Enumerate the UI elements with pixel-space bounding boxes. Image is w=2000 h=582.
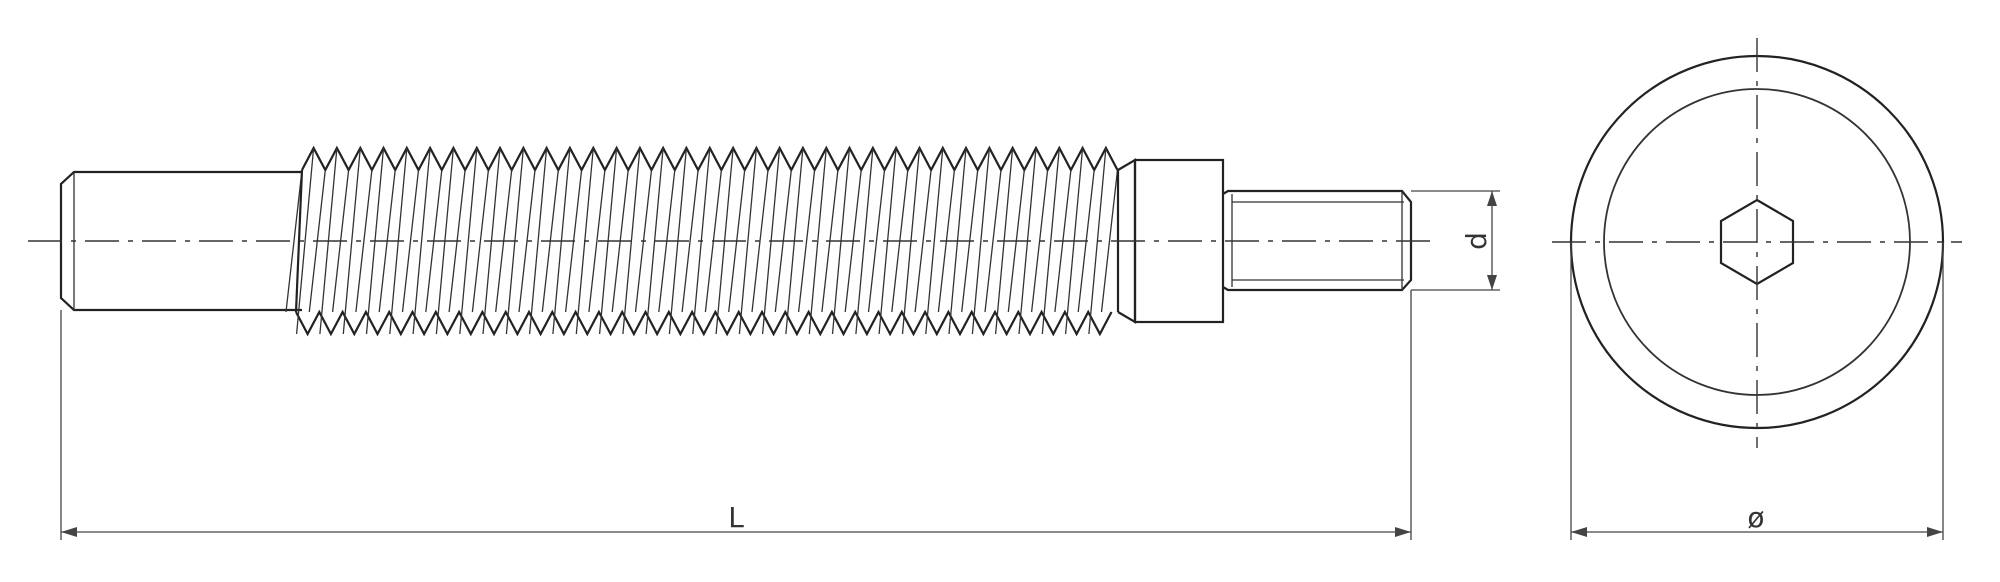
thread-helix-line (855, 147, 874, 335)
dimension-thread-diameter: d (1411, 190, 1500, 291)
thread-diameter-label: d (1460, 232, 1493, 250)
thread-helix-line (645, 147, 664, 335)
thread-root-line (1030, 169, 1049, 313)
thread-root-line (751, 169, 769, 313)
thread-helix-line (295, 147, 315, 335)
thread-helix-line (808, 147, 827, 335)
thread-helix-line (971, 147, 991, 335)
length-arrow-left (61, 527, 77, 537)
thread-root-line (797, 169, 816, 313)
outer-diameter-label: ø (1747, 501, 1764, 534)
thread-helix-line (1041, 147, 1060, 335)
thread-helix-line (412, 147, 431, 335)
dimension-outer-diameter: ø (1570, 242, 1944, 540)
thread-root-line (285, 169, 303, 313)
thread-helix-line (528, 147, 548, 335)
thread-root-line (681, 169, 699, 313)
thread-helix-line (459, 147, 478, 335)
thread-root-line (471, 169, 490, 313)
thread-crest-profile-bottom (295, 309, 1113, 337)
dimension-length: L (60, 290, 1412, 540)
thread-root-line (401, 169, 420, 313)
length-label: L (728, 501, 744, 534)
thread-root-line (1100, 169, 1119, 313)
end-view (1552, 38, 1962, 448)
length-arrow-right (1395, 527, 1411, 537)
thread-root-line (588, 169, 606, 313)
side-view (28, 145, 1438, 337)
d-arrow-bottom (1487, 275, 1497, 290)
thread-helix-line (342, 147, 361, 335)
d-arrow-top (1487, 191, 1497, 206)
thread-helix-line (738, 147, 758, 335)
diameter-arrow-right (1927, 527, 1943, 537)
thread-helix-line (925, 147, 944, 335)
diameter-arrow-left (1571, 527, 1587, 537)
thread-root-line (355, 169, 373, 313)
thread-root-line (984, 169, 1002, 313)
thread-root-line (867, 169, 886, 313)
thread-root-line (914, 169, 932, 313)
